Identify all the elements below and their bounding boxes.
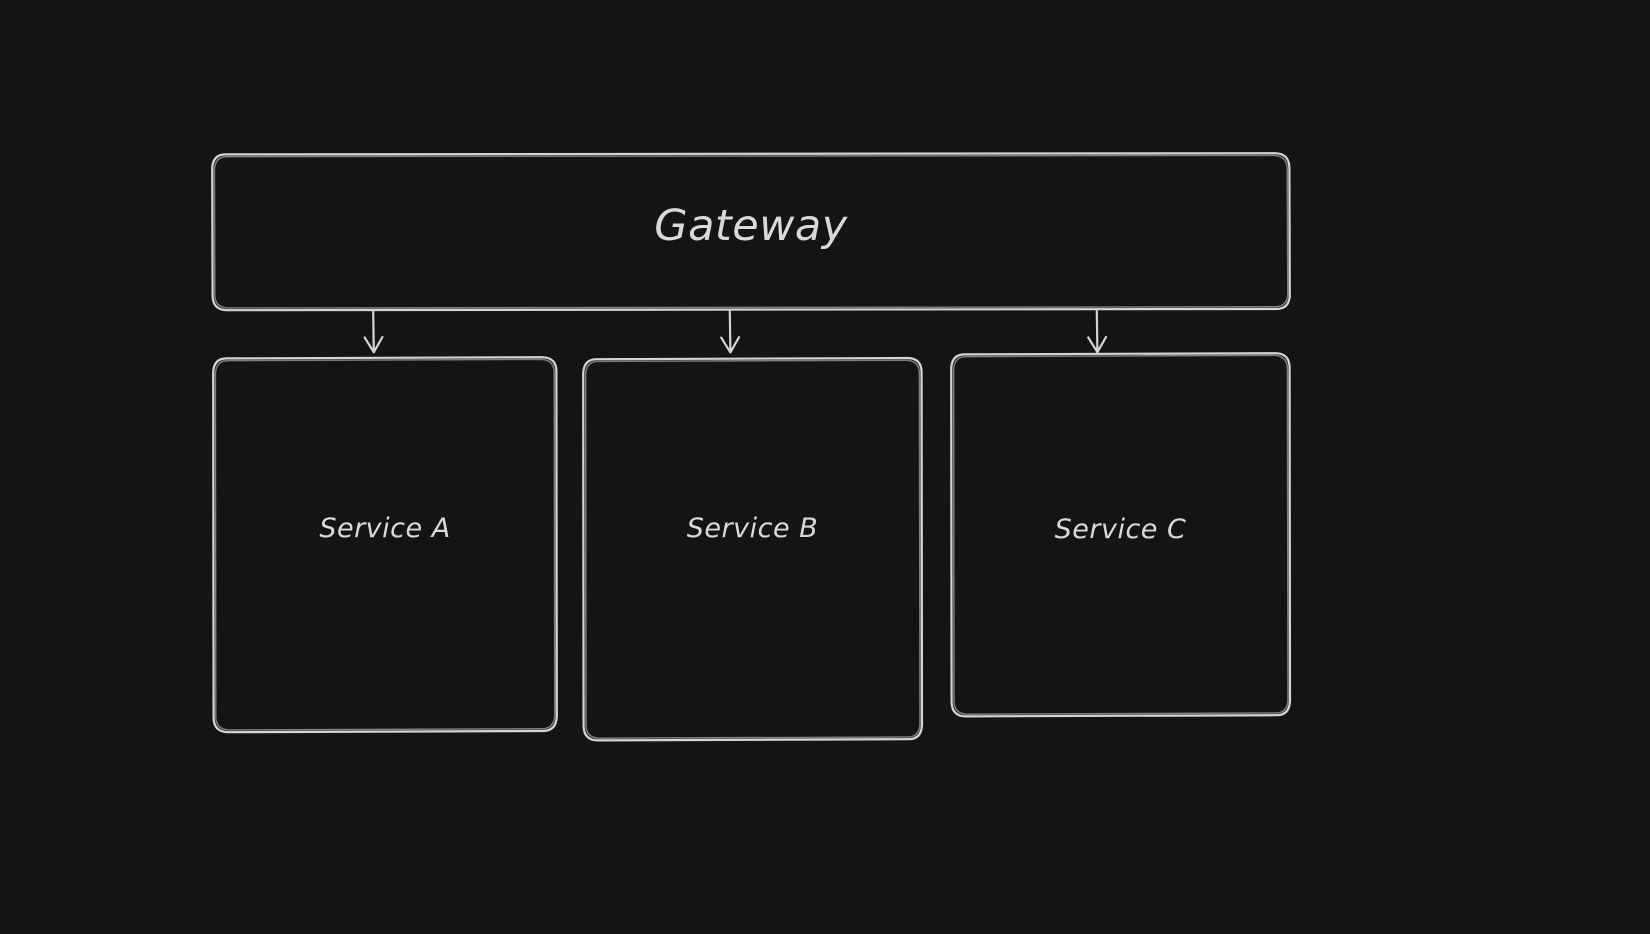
gateway-node-label: Gateway: [654, 201, 848, 251]
arrow-gateway-to-service-b[interactable]: [720, 309, 741, 354]
service-c-node-label: Service C: [1054, 514, 1187, 545]
arrow-gateway-to-service-c[interactable]: [1087, 309, 1108, 354]
service-a-node-label: Service A: [319, 513, 451, 544]
service-b-node-label: Service B: [686, 513, 819, 544]
service-c-node-shape[interactable]: [950, 352, 1292, 718]
service-b-node-shape[interactable]: [582, 356, 924, 742]
service-a-node-shape[interactable]: [212, 356, 558, 734]
arrow-gateway-to-service-a[interactable]: [363, 309, 384, 354]
gateway-node-shape[interactable]: [211, 152, 1291, 312]
